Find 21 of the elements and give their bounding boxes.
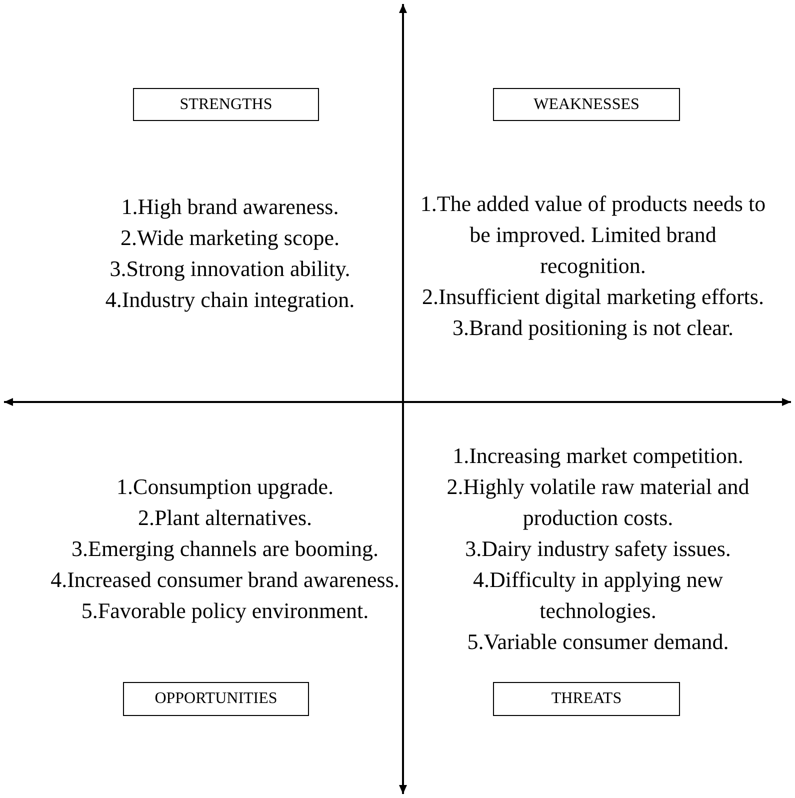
heading-box: WEAKNESSES (493, 88, 680, 121)
heading-box: STRENGTHS (133, 88, 319, 121)
list-item: 4.Increased consumer brand awareness. (50, 566, 400, 594)
list-item: 1.High brand awareness. (121, 192, 339, 221)
heading-box: THREATS (493, 682, 680, 716)
list-item: 5.Variable consumer demand. (467, 628, 729, 656)
list-item: 2.Highly volatile raw material and production costs. (446, 472, 750, 532)
list-item: 1.Consumption upgrade. (116, 472, 334, 501)
list-item: 3.Emerging channels are booming. (72, 534, 378, 563)
list-item: 4.Difficulty in applying new technologies. (472, 566, 724, 625)
heading-box: OPPORTUNITIES (123, 682, 309, 716)
list-item: 3.Strong innovation ability. (110, 254, 350, 283)
list-item: 5.Favorable policy environment. (81, 596, 369, 625)
list-item: 1.Increasing market competition. (452, 442, 744, 470)
list-item: 3.Brand positioning is not clear. (452, 314, 734, 342)
list-item: 3.Dairy industry safety issues. (465, 534, 731, 563)
list-item: 2.Wide marketing scope. (120, 224, 340, 252)
list-item: 2.Insufficient digital marketing efforts. (422, 282, 764, 311)
list-item: 2.Plant alternatives. (138, 504, 312, 532)
list-item: 1.The added value of products needs to be improved. Limited brand recognition. (419, 190, 767, 280)
list-item: 4.Industry chain integration. (105, 286, 355, 314)
